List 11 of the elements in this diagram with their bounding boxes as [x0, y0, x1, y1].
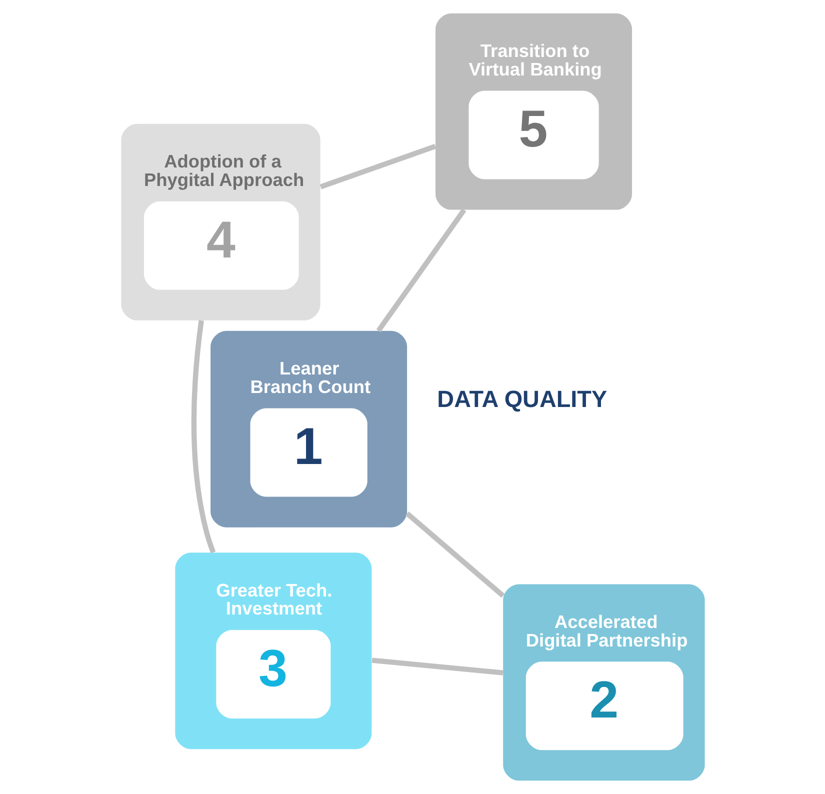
connector	[190, 320, 216, 554]
label: DATA QUALITY	[436, 386, 607, 412]
connector	[376, 208, 466, 332]
node-box: Leaner Branch Count 1	[210, 330, 407, 528]
node-box: Transition to Virtual Banking 5	[435, 13, 632, 210]
node-box: Accelerated Digital Partnership 2	[502, 584, 704, 781]
node-box: Adoption of a Phygital Approach 4	[120, 124, 320, 320]
connector	[404, 511, 504, 598]
node-box: Greater Tech. Investment 3	[174, 552, 372, 750]
connector	[319, 144, 436, 190]
connector	[371, 658, 503, 676]
